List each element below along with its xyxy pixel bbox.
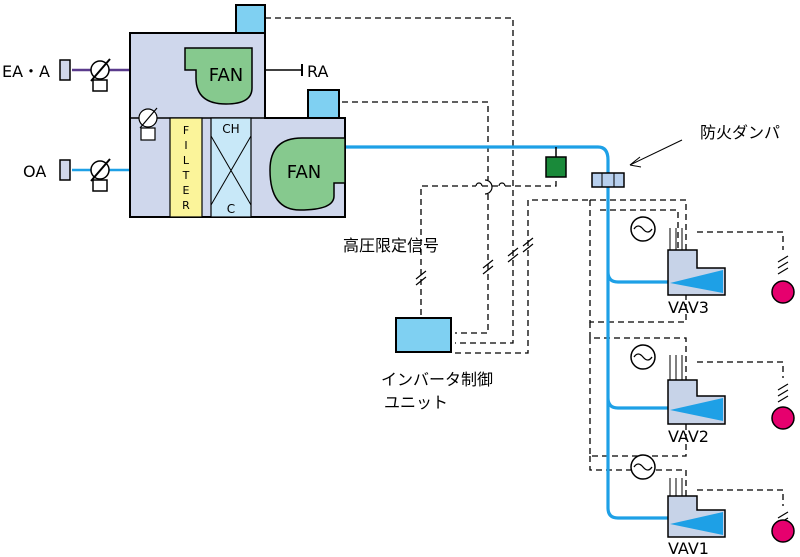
damper-icon bbox=[59, 58, 111, 92]
damper-icon bbox=[59, 158, 111, 192]
filter-letter: L bbox=[183, 154, 190, 167]
control-wiring bbox=[265, 17, 784, 512]
return-fan-label: FAN bbox=[209, 65, 243, 86]
vav-box-icon bbox=[630, 454, 726, 538]
filter-letter: I bbox=[184, 139, 187, 152]
high-pressure-signal-label: 高圧限定信号 bbox=[343, 236, 439, 255]
air-handling-unit: FAN FAN F I L T E R CH C bbox=[129, 4, 346, 218]
inverter-label-line2: ユニット bbox=[384, 393, 448, 412]
fan-icon: FAN bbox=[184, 47, 253, 105]
supply-fan-label: FAN bbox=[287, 162, 321, 183]
filter-letter: T bbox=[182, 169, 190, 182]
filter-letter: F bbox=[183, 124, 189, 137]
vav1-label: VAV1 bbox=[668, 539, 709, 557]
thermostat-icon bbox=[771, 280, 795, 304]
signal-break-marks bbox=[415, 237, 789, 531]
fire-damper bbox=[591, 139, 683, 188]
thermostat-icon bbox=[771, 406, 795, 430]
vav2-label: VAV2 bbox=[668, 427, 709, 446]
ra-label: RA bbox=[307, 62, 328, 81]
vav3-label: VAV3 bbox=[668, 298, 709, 317]
return-nozzle bbox=[235, 4, 266, 34]
duct-sensor-icon bbox=[545, 156, 567, 178]
filter-letter: E bbox=[183, 184, 190, 197]
vav-box-icon bbox=[630, 216, 726, 296]
cooling-heating-coil: CH C bbox=[210, 117, 252, 218]
inverter-control-unit bbox=[395, 317, 452, 353]
filter bbox=[169, 117, 203, 218]
thermostat-icon bbox=[771, 519, 795, 543]
damper-icon bbox=[138, 107, 158, 141]
supply-duct bbox=[343, 145, 670, 520]
coil-c-label: C bbox=[227, 202, 235, 216]
inverter-label-line1: インバータ制御 bbox=[381, 370, 493, 389]
filter-letter: R bbox=[182, 199, 190, 212]
coil-ch-label: CH bbox=[222, 122, 239, 136]
fire-damper-label: 防火ダンパ bbox=[700, 123, 780, 142]
oa-label: OA bbox=[23, 162, 46, 181]
fan-icon: FAN bbox=[269, 137, 346, 211]
supply-nozzle bbox=[307, 89, 340, 119]
ea-a-label: EA・A bbox=[2, 62, 50, 81]
vav-box-icon bbox=[630, 344, 726, 425]
